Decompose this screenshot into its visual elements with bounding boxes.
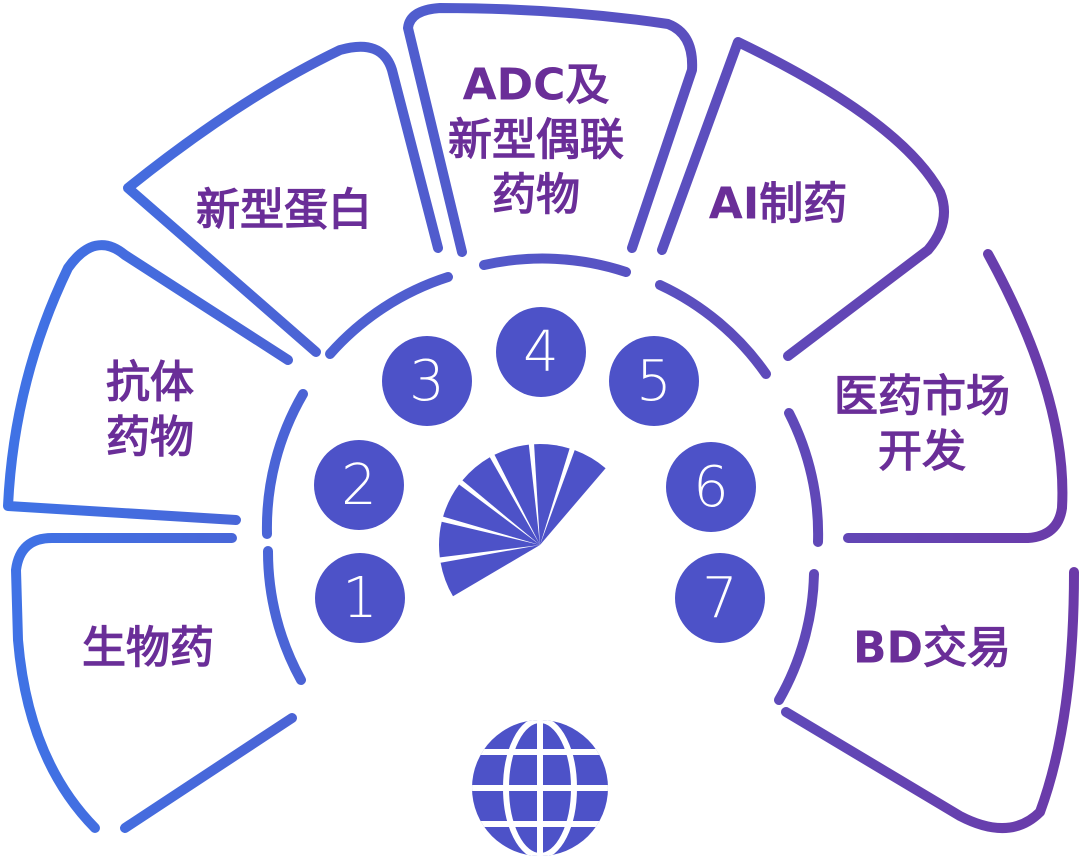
number-disc-6-label: 6 xyxy=(693,455,729,520)
pie-wedge xyxy=(462,457,540,545)
pie-wedge xyxy=(443,484,540,545)
number-disc-1: 1 xyxy=(315,553,405,643)
outer-segment-7-outline xyxy=(781,567,1079,833)
label-antibody-drugs: 抗体 药物 xyxy=(106,357,194,463)
label-biologics: 生物药 xyxy=(82,622,214,674)
number-disc-7: 7 xyxy=(675,553,765,643)
inner-arc xyxy=(261,253,824,705)
number-disc-5-label: 5 xyxy=(636,349,672,414)
outer-segment-outlines xyxy=(3,3,1079,833)
outer-segment-5-outline xyxy=(657,37,949,361)
number-disc-6: 6 xyxy=(666,442,756,532)
pie-chart-icon xyxy=(439,444,606,597)
number-disc-3-label: 3 xyxy=(409,349,445,414)
outer-segment-1-inner-edge xyxy=(120,713,297,833)
number-disc-4: 4 xyxy=(496,307,586,397)
pie-wedge xyxy=(534,444,570,545)
outer-segment-6-outline xyxy=(843,249,1068,543)
pie-wedge xyxy=(440,545,540,597)
inner-arc-piece-left-mid xyxy=(261,389,308,539)
outer-segment-3-outline xyxy=(123,41,443,357)
inner-arc-piece-right-low xyxy=(774,569,819,705)
inner-arc-piece-top xyxy=(479,253,631,277)
number-disc-2: 2 xyxy=(314,440,404,530)
number-disc-1-label: 1 xyxy=(342,566,378,631)
number-disc-2-label: 2 xyxy=(341,453,377,518)
number-disc-3: 3 xyxy=(382,336,472,426)
number-disc-7-label: 7 xyxy=(702,566,738,631)
label-novel-proteins: 新型蛋白 xyxy=(196,184,372,236)
pie-wedge xyxy=(439,521,540,558)
numbered-discs: 1 23 4 56 7 xyxy=(314,307,765,643)
inner-arc-piece-left-low xyxy=(262,546,306,685)
number-disc-5: 5 xyxy=(609,336,699,426)
inner-arc-piece-right-upper xyxy=(655,280,771,379)
inner-arc-piece-left-upper xyxy=(325,272,453,359)
globe-icon xyxy=(472,720,608,856)
inner-arc-piece-right-mid xyxy=(784,408,824,547)
outer-segment-4-outline xyxy=(403,3,698,257)
label-ai-pharma: AI制药 xyxy=(708,178,848,230)
label-market-development: 医药市场 开发 xyxy=(834,371,1010,477)
outer-segment-2-outline xyxy=(3,240,293,525)
outer-segment-1-outline xyxy=(11,533,237,833)
label-bd-deals: BD交易 xyxy=(852,622,1012,674)
pie-wedge xyxy=(494,444,540,545)
number-disc-4-label: 4 xyxy=(523,320,559,385)
pie-wedge xyxy=(540,450,606,545)
label-adc-conjugates: ADC及 新型偶联 药物 xyxy=(448,59,624,221)
